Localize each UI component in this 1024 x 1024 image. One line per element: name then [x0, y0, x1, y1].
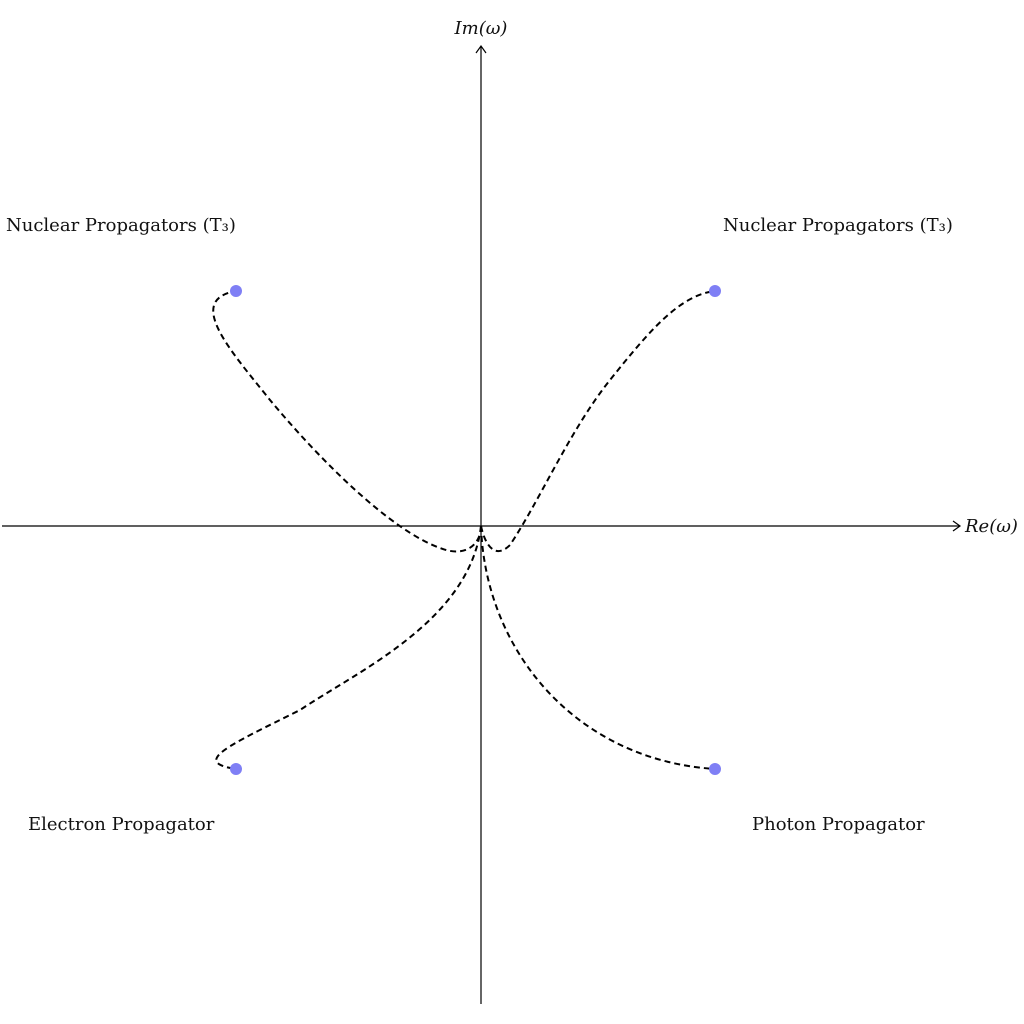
contours — [212, 290, 716, 770]
pole-upper-right — [709, 285, 721, 297]
poles — [230, 285, 721, 775]
x-axis-arrow-icon — [952, 520, 962, 532]
contour-upper-right — [480, 290, 716, 553]
y-axis-arrow-icon — [475, 44, 487, 54]
label-photon: Photon Propagator — [752, 814, 925, 835]
label-electron: Electron Propagator — [28, 814, 215, 835]
contour-lower-right — [480, 525, 716, 770]
contour-lower-left — [215, 525, 482, 770]
pole-upper-left — [230, 285, 242, 297]
axes: Re(ω) Im(ω) — [2, 18, 1018, 1004]
y-axis-label: Im(ω) — [454, 18, 508, 39]
label-nuclear-upper-left: Nuclear Propagators (T₃) — [6, 215, 236, 236]
pole-lower-left — [230, 763, 242, 775]
contour-upper-left — [212, 290, 482, 553]
label-nuclear-upper-right: Nuclear Propagators (T₃) — [723, 215, 953, 236]
pole-labels: Nuclear Propagators (T₃) Nuclear Propaga… — [6, 215, 953, 835]
x-axis-label: Re(ω) — [964, 516, 1018, 537]
pole-lower-right — [709, 763, 721, 775]
